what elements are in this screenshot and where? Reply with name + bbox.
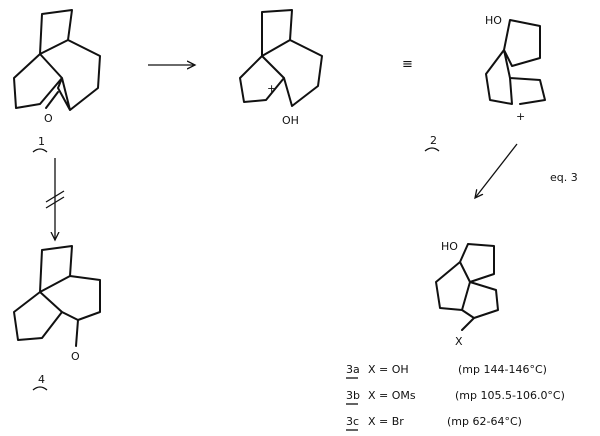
- compound-2-label: 2: [430, 134, 437, 147]
- variant-3a: 3a X = OH (mp 144-146°C): [346, 363, 547, 379]
- variant-id: 3c: [346, 415, 359, 428]
- compound-3-structure: [435, 243, 499, 331]
- variant-substituent: X = OH: [368, 363, 409, 376]
- compound-2-label-underline: [424, 147, 440, 152]
- compound-1-label-underline: [32, 148, 48, 153]
- compound-1-label: 1: [38, 135, 45, 148]
- compound-3-hydroxyl: HO: [441, 240, 458, 253]
- variant-3b: 3b X = OMs (mp 105.5-106.0°C): [346, 389, 565, 405]
- variant-melting-point: (mp 105.5-106.0°C): [455, 389, 565, 402]
- compound-4-structure: [13, 245, 101, 347]
- arrow-2-to-3: [475, 143, 518, 198]
- variant-substituent: X = OMs: [368, 389, 416, 402]
- arrow-block-mark-a: [45, 190, 65, 203]
- compound-3-substituent: X: [455, 335, 463, 348]
- compound-4-oxygen: O: [71, 350, 80, 363]
- compound-4-label-underline: [32, 386, 48, 391]
- variant-melting-point: (mp 62-64°C): [447, 415, 522, 428]
- compound-2-equivalent-hydroxyl: HO: [485, 14, 502, 27]
- variant-melting-point: (mp 144-146°C): [458, 363, 547, 376]
- compound-1-structure: [13, 9, 101, 111]
- compound-2-structure: [239, 9, 323, 107]
- variant-3c: 3c X = Br (mp 62-64°C): [346, 415, 522, 431]
- variant-id: 3b: [346, 389, 360, 402]
- equivalence-sign: ≡: [402, 57, 413, 72]
- compound-2-hydroxyl: OH: [282, 114, 299, 127]
- equation-number: eq. 3: [550, 171, 578, 184]
- variant-substituent: X = Br: [368, 415, 404, 428]
- compound-1-oxygen: O: [44, 112, 53, 125]
- variant-id: 3a: [346, 363, 360, 376]
- compound-4-label: 4: [38, 373, 45, 386]
- compound-2-equivalent-charge: +: [516, 110, 525, 123]
- arrow-block-mark-b: [45, 196, 65, 209]
- compound-2-charge: +: [267, 82, 276, 95]
- compound-2-equivalent-structure: [485, 19, 546, 105]
